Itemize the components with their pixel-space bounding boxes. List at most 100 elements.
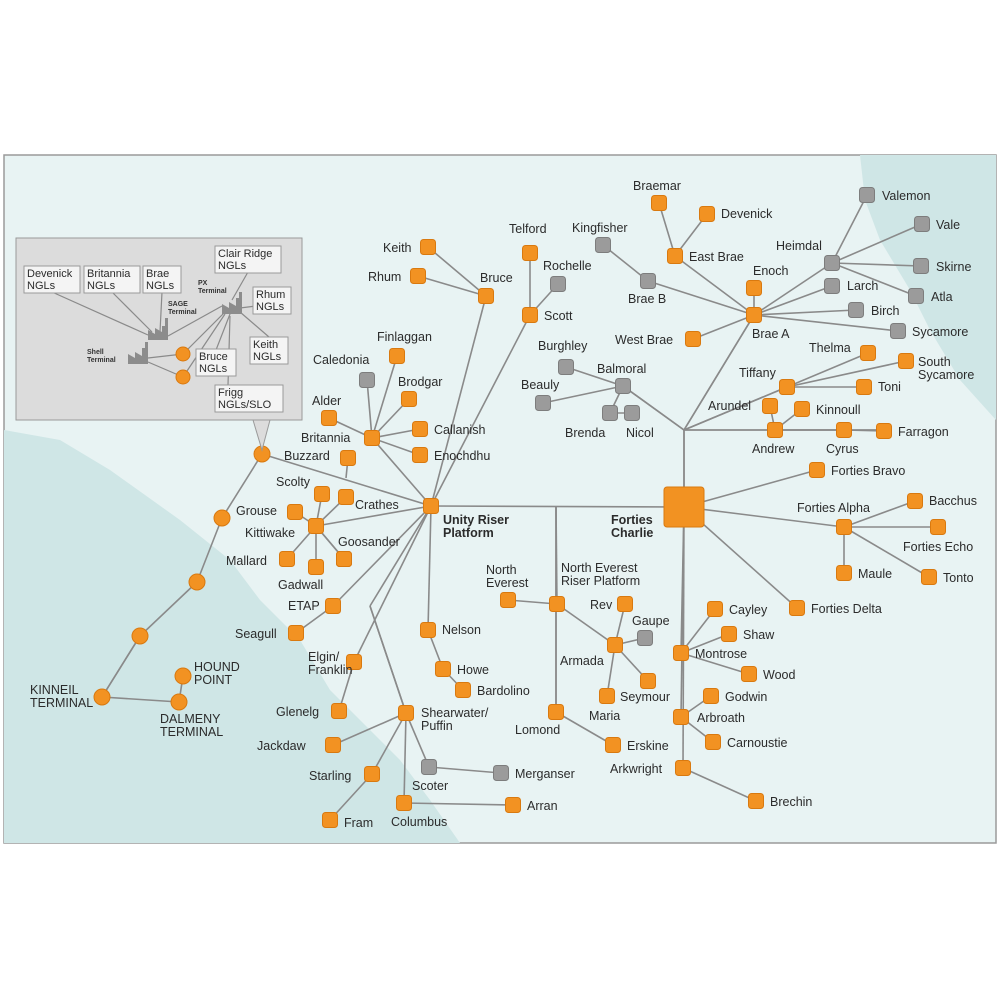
node-gaupe bbox=[637, 630, 653, 646]
node-carnoustie bbox=[705, 734, 721, 750]
node-kingfisher bbox=[595, 237, 611, 253]
label-elgin: Elgin/Franklin bbox=[308, 650, 353, 677]
label-thelma: Thelma bbox=[809, 341, 851, 355]
pipeline-segment bbox=[683, 506, 845, 528]
label-beauly: Beauly bbox=[521, 378, 560, 392]
node-farragon bbox=[876, 423, 892, 439]
node-starling bbox=[364, 766, 380, 782]
node-cr2 bbox=[213, 509, 231, 527]
node-valemon bbox=[859, 187, 875, 203]
label-atla: Atla bbox=[931, 290, 953, 304]
node-caledonia bbox=[359, 372, 375, 388]
factory-icon bbox=[148, 318, 168, 340]
inset-connector bbox=[167, 305, 223, 337]
label-brenda: Brenda bbox=[565, 426, 605, 440]
inset-connector bbox=[215, 313, 231, 351]
label-crathes: Crathes bbox=[355, 498, 399, 512]
pipeline-segment bbox=[196, 517, 223, 583]
node-telford bbox=[522, 245, 538, 261]
node-braeb bbox=[640, 273, 656, 289]
pipeline-segment bbox=[369, 505, 432, 607]
node-beauly bbox=[535, 395, 551, 411]
node-shearwater bbox=[398, 705, 414, 721]
inset-label-box bbox=[249, 336, 289, 365]
node-unity bbox=[423, 498, 439, 514]
label-gadwall: Gadwall bbox=[278, 578, 323, 592]
pipeline-segment bbox=[622, 385, 685, 431]
land-mass-norway bbox=[860, 155, 996, 420]
pipeline-segment bbox=[753, 314, 899, 332]
node-cayley bbox=[707, 601, 723, 617]
label-arbroath: Arbroath bbox=[697, 711, 745, 725]
node-crathes bbox=[338, 489, 354, 505]
node-fortiesalpha bbox=[836, 519, 852, 535]
label-valemon: Valemon bbox=[882, 189, 930, 203]
label-godwin: Godwin bbox=[725, 690, 767, 704]
pipeline-segment bbox=[658, 202, 676, 257]
pipeline-segment bbox=[786, 360, 907, 388]
node-keith bbox=[420, 239, 436, 255]
label-glenelg: Glenelg bbox=[276, 705, 319, 719]
label-merganser: Merganser bbox=[515, 767, 575, 781]
pipeline-segment bbox=[427, 246, 487, 297]
node-alder bbox=[321, 410, 337, 426]
pipeline-nodes bbox=[93, 187, 946, 828]
pipeline-segment bbox=[556, 603, 616, 646]
label-arkwright: Arkwright bbox=[610, 762, 663, 776]
label-rochelle: Rochelle bbox=[543, 259, 592, 273]
node-armada bbox=[607, 637, 623, 653]
pipeline-segment bbox=[831, 194, 868, 264]
node-lomond bbox=[548, 704, 564, 720]
node-heimdal bbox=[824, 255, 840, 271]
node-bardolino bbox=[455, 682, 471, 698]
node-balmoral bbox=[615, 378, 631, 394]
pipeline-segment bbox=[692, 314, 755, 340]
node-callanish bbox=[412, 421, 428, 437]
label-maria: Maria bbox=[589, 709, 620, 723]
pipeline-segment bbox=[606, 644, 616, 697]
node-houndpoint bbox=[174, 667, 192, 685]
node-mallard bbox=[279, 551, 295, 567]
pipeline-segment bbox=[683, 314, 755, 431]
label-bruce: Bruce bbox=[480, 271, 513, 285]
node-merganser bbox=[493, 765, 509, 781]
node-arundel bbox=[762, 398, 778, 414]
node-rhum bbox=[410, 268, 426, 284]
label-erskine: Erskine bbox=[627, 739, 669, 753]
label-columbus: Columbus bbox=[391, 815, 447, 829]
label-maule: Maule bbox=[858, 567, 892, 581]
label-alder: Alder bbox=[312, 394, 341, 408]
pipeline-segment bbox=[831, 262, 917, 297]
label-toni: Toni bbox=[878, 380, 901, 394]
node-arbroath bbox=[673, 709, 689, 725]
label-kittiwake: Kittiwake bbox=[245, 526, 295, 540]
label-britannia: Britannia bbox=[301, 431, 350, 445]
node-nerp bbox=[549, 596, 565, 612]
node-bruce bbox=[478, 288, 494, 304]
label-arran: Arran bbox=[527, 799, 558, 813]
label-mallard: Mallard bbox=[226, 554, 267, 568]
label-enochdhu: Enochdhu bbox=[434, 449, 490, 463]
label-seymour: Seymour bbox=[620, 690, 670, 704]
label-callanish: Callanish bbox=[434, 423, 485, 437]
label-kingfisher: Kingfisher bbox=[572, 221, 628, 235]
pipeline-segment bbox=[831, 223, 923, 264]
pipeline-segment bbox=[786, 352, 869, 388]
node-nelson bbox=[420, 622, 436, 638]
label-birch: Birch bbox=[871, 304, 900, 318]
node-westbrae bbox=[685, 331, 701, 347]
label-telford: Telford bbox=[509, 222, 547, 236]
label-finlaggan: Finlaggan bbox=[377, 330, 432, 344]
node-elgin bbox=[346, 654, 362, 670]
inset-pointer bbox=[252, 419, 271, 452]
label-cayley: Cayley bbox=[729, 603, 768, 617]
label-bacchus: Bacchus bbox=[929, 494, 977, 508]
label-carnoustie: Carnoustie bbox=[727, 736, 787, 750]
